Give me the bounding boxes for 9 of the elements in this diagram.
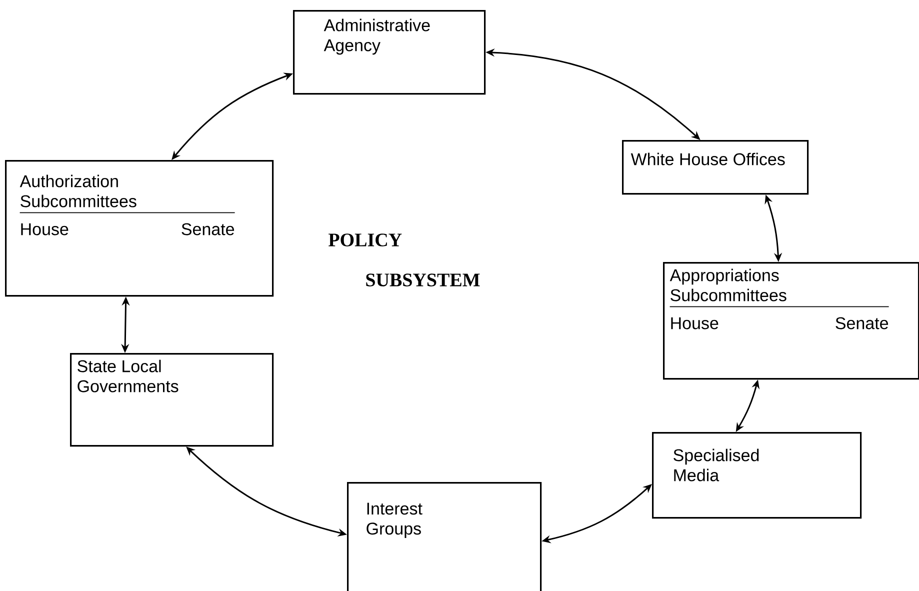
text-box: White House Offices bbox=[622, 140, 809, 195]
text-box: Appropriations Subcommittees House Senate bbox=[663, 262, 919, 380]
text-box: Authorization Subcommittees House Senate bbox=[5, 160, 274, 297]
text-box: Specialised Media bbox=[652, 432, 862, 519]
diagram-label: SUBSYSTEM bbox=[366, 274, 480, 286]
text-box: State Local Governments bbox=[70, 353, 274, 447]
text-box: Administrative Agency bbox=[293, 10, 486, 95]
text-box: Interest Groups bbox=[347, 482, 542, 591]
diagram-label: POLICY bbox=[328, 234, 402, 246]
